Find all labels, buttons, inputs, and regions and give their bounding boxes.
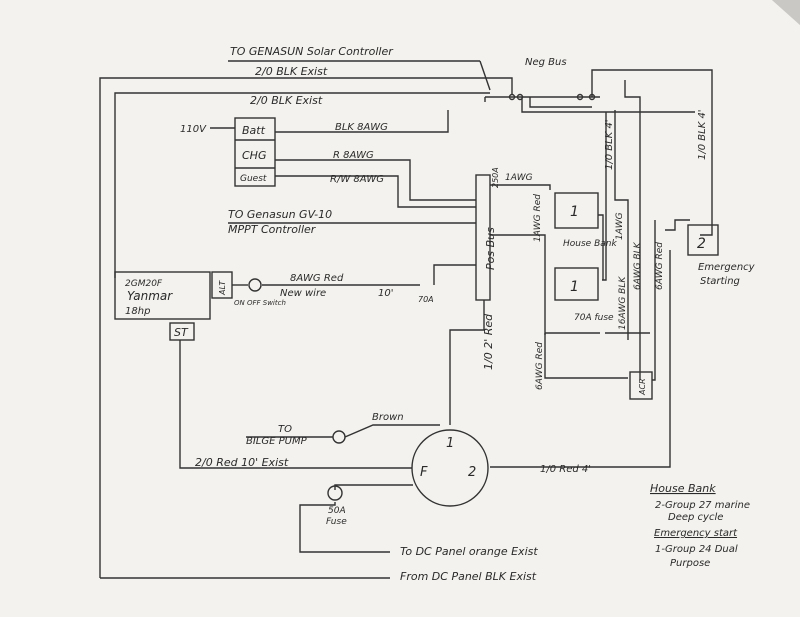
acr-box [629,371,653,400]
label-on-off: ON OFF Switch [234,299,286,307]
label-new-wire: New wire [280,288,326,299]
label-awg6-red-low: 6AWG Red [535,342,545,390]
brown-wire [344,424,440,438]
label-emergency-2: Starting [700,276,740,287]
label-st: ST [174,326,189,339]
awg6-red-wire [652,220,656,381]
label-battery-3: 2 [697,236,706,252]
blk-4ft-right-wire [591,69,713,236]
note-emergency-start: Emergency start [654,528,738,539]
label-awg6-red: 6AWG Red [655,242,665,290]
label-awg16-blk: 16AWG BLK [618,276,628,330]
red-4ft-bottom-wire [490,250,671,468]
label-genasun-solar: TO GENASUN Solar Controller [230,45,394,58]
label-acr: ACR [638,378,647,396]
neg-dropper-1 [521,97,695,113]
label-battery-1: 1 [570,204,579,220]
label-awg8-red: 8AWG Red [290,273,344,284]
battery-switch [411,429,489,507]
label-alt: ALT [218,280,227,296]
house-battery-2 [554,267,599,301]
label-fuse-50-1: 50A [328,506,346,516]
label-gv10-1: TO Genasun GV-10 [228,208,332,221]
label-bilge: BILGE PUMP [246,436,308,447]
awg1-top-wire [490,184,551,190]
label-red-4-bottom: 1/0 Red 4' [540,464,591,475]
red-2ft-wire [449,300,485,425]
label-rw-8awg: R/W 8AWG [330,174,384,185]
note-group24-1: 1-Group 24 Dual [655,544,738,555]
rw-8awg-wire [275,175,476,208]
label-yanmar-2: Yanmar [127,289,173,303]
label-10ft: 10' [378,288,393,299]
label-switch-f: F [420,465,428,480]
label-awg1-top: 1AWG [505,173,533,183]
label-batt: Batt [242,124,266,137]
red-10ft-exist-wire [179,340,412,469]
blk-exist-inner-wire [114,92,490,278]
label-switch-1: 1 [446,436,454,451]
r-8awg-wire [275,159,476,201]
label-gv10-2: MPPT Controller [228,223,317,236]
label-yanmar-3: 18hp [125,306,150,317]
label-red-10-exist: 2/0 Red 10' Exist [195,456,289,469]
label-yanmar-1: 2GM20F [125,279,163,289]
label-blk-exist-2: 2/0 BLK Exist [250,94,323,107]
label-to: TO [278,424,292,435]
awg6-red-low-wire [544,333,628,379]
label-emergency-1: Emergency [698,262,756,273]
label-house-bank: House Bank [563,239,617,249]
label-red-2: 1/0 2' Red [482,313,495,370]
awg16-blk-wire [624,80,641,380]
starter-box [169,322,195,341]
label-dc-orange: To DC Panel orange Exist [400,545,538,558]
label-chg: CHG [242,149,266,162]
label-dc-blk: From DC Panel BLK Exist [400,570,537,583]
label-fuse-70: 70A fuse [574,313,614,323]
alternator-box [211,271,233,299]
label-brown: Brown [372,412,404,423]
label-110v: 110V [180,124,207,135]
blk-8awg-wire [275,110,449,133]
wires [99,60,713,579]
label-switch-2: 2 [468,465,476,480]
house-battery-1 [554,192,599,229]
labels: TO GENASUN Solar Controller 2/0 BLK Exis… [125,45,756,583]
awg1-red-wire [490,234,546,245]
label-guest: Guest [240,174,267,184]
label-blk-4-right: 1/0 BLK 4' [697,109,708,160]
label-fuse-50-2: Fuse [326,517,347,527]
label-70a: 70A [418,295,434,304]
bilge-pump-icon [332,430,346,444]
on-off-switch-icon [248,278,262,292]
awg6-blk-wire [614,110,629,340]
label-r-8awg: R 8AWG [333,150,374,161]
label-blk-4-mid: 1/0 BLK 4' [604,119,615,170]
label-awg6-blk: 6AWG BLK [633,241,643,290]
label-blk-exist-1: 2/0 BLK Exist [255,65,328,78]
label-250a: 250A [491,167,500,188]
dc-orange-wire [299,502,390,553]
fuse-50a-icon [327,485,343,501]
note-group27-2: Deep cycle [668,512,723,523]
solar-wire-end [479,60,491,91]
blk-exist-outer-wire [99,77,513,578]
label-neg-bus: Neg Bus [525,57,567,68]
components [114,93,719,507]
charger-box [234,117,276,187]
label-pos-bus: Pos Bus [484,227,497,270]
emergency-battery [687,224,719,256]
label-battery-2: 1 [570,279,579,295]
yanmar-engine [114,271,211,320]
note-group27-1: 2-Group 27 marine [655,500,750,511]
note-group24-2: Purpose [670,558,710,569]
note-house-bank: House Bank [650,482,716,495]
label-awg1-red: 1AWG Red [533,194,543,242]
label-blk-8awg: BLK 8AWG [335,122,388,133]
pos-bus-bar [475,174,491,301]
label-awg1-right: 1AWG [615,212,625,240]
